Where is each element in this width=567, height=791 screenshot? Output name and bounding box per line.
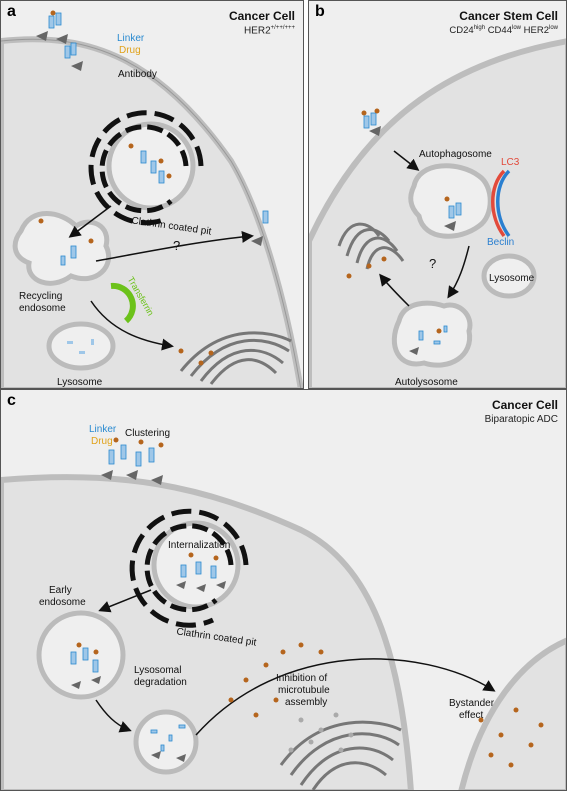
panel-a-letter: a [7, 3, 16, 20]
label-antibody: Antibody [118, 69, 157, 80]
panel-b-her2: HER2 [523, 25, 549, 37]
panel-b-letter: b [315, 3, 325, 20]
label-lysosomal: Lysosomal [134, 665, 182, 676]
label-clustering: Clustering [125, 428, 171, 439]
label-endosome-a: endosome [19, 303, 66, 314]
panel-b-cd44-sup: low [511, 25, 521, 31]
label-bystander: Bystander [449, 698, 495, 709]
panel-b-title: Cancer Stem Cell [459, 9, 558, 23]
panel-a-subtitle-her2: HER2 [243, 25, 271, 37]
label-internalization: Internalization [168, 540, 231, 551]
panel-c-letter: c [7, 392, 16, 409]
panel-c-subtitle: Biparatopic ADC [484, 414, 558, 425]
label-autolysosome: Autolysosome [395, 377, 458, 388]
label-autophagosome: Autophagosome [419, 149, 492, 160]
panel-a-title: Cancer Cell [228, 9, 295, 23]
panel-c-illustration [1, 437, 566, 790]
panel-b-illustration [309, 38, 566, 388]
label-inhibition-1: Inhibition of [276, 673, 328, 684]
label-lc3: LC3 [501, 157, 520, 168]
label-degradation: degradation [134, 677, 187, 688]
panel-b-cd24: CD24 [449, 25, 474, 37]
label-drug-c: Drug [91, 436, 113, 447]
panel-b-cd24-sup: high [473, 25, 486, 31]
label-drug-a: Drug [119, 45, 141, 56]
label-lysosome-a: Lysosome [57, 377, 103, 388]
label-inhibition-3: assembly [285, 697, 328, 708]
label-endosome-c: endosome [39, 597, 86, 608]
panel-c-title: Cancer Cell [491, 398, 558, 412]
panel-b-subtitle: CD24high CD44low HER2low [449, 25, 558, 36]
label-linker-a: Linker [117, 33, 145, 44]
label-linker-c: Linker [89, 424, 117, 435]
panel-a-subtitle: HER2+/++/+++ [244, 25, 295, 36]
panel-b-cd44: CD44 [487, 25, 512, 37]
label-early: Early [49, 585, 72, 596]
label-effect: effect [459, 710, 484, 721]
label-beclin: Beclin [487, 237, 515, 248]
label-recycling: Recycling [19, 291, 63, 302]
label-question-b: ? [429, 256, 437, 271]
label-inhibition-2: microtubule [278, 685, 330, 696]
panel-a-subtitle-sup: +/++/+++ [270, 25, 295, 31]
panel-a: a Cancer Cell HER2+/++/+++ Linker Drug A… [0, 0, 304, 389]
label-question-a: ? [173, 238, 181, 253]
panel-b: b Cancer Stem Cell CD24high CD44low HER2… [308, 0, 567, 389]
panel-b-her2-sup: low [548, 25, 558, 31]
panel-c: c Cancer Cell Biparatopic ADC Linker Dru… [0, 389, 567, 791]
label-lysosome-b: Lysosome [489, 273, 535, 284]
panel-a-illustration [1, 10, 303, 388]
